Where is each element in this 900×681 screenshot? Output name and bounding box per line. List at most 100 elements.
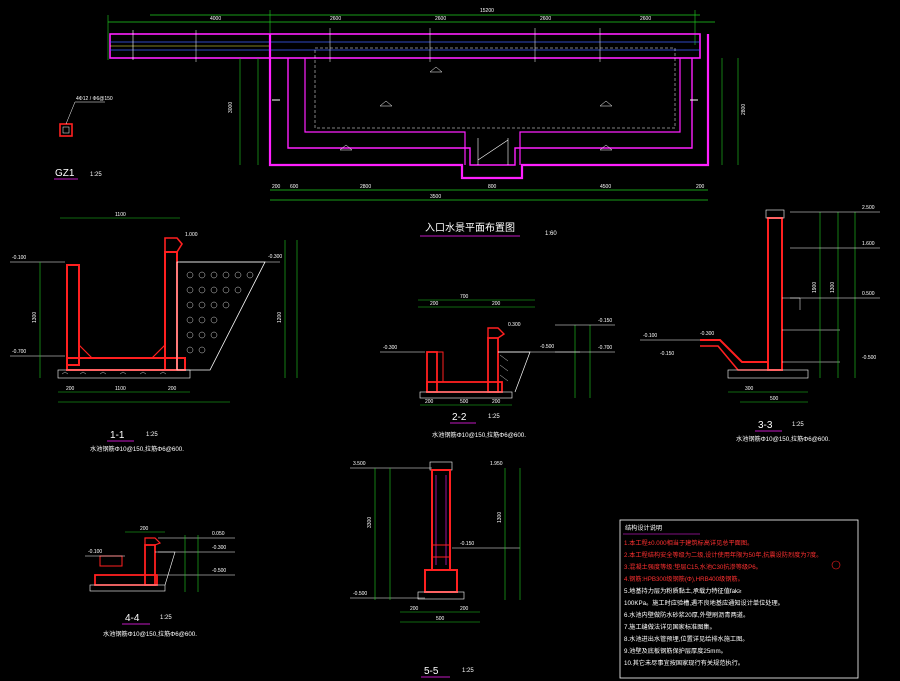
gz1-detail: 4Φ12 / Φ6@150 GZ1 1:25: [54, 96, 113, 180]
dim-s55: 3300: [367, 517, 373, 528]
section-2-2-rebar: 水池钢筋Φ10@150,拉筋Φ6@600.: [432, 431, 526, 439]
section-4-4-rebar: 水池钢筋Φ10@150,拉筋Φ6@600.: [103, 630, 197, 638]
level-s33: 1.600: [862, 241, 875, 247]
dim-bottom: 200: [696, 184, 705, 190]
level-s22: -0.150: [598, 318, 612, 324]
section-3-3-rebar: 水池钢筋Φ10@150,拉筋Φ6@600.: [736, 435, 830, 443]
dim-s11: 1300: [32, 312, 38, 323]
dim-s11: 1100: [115, 212, 126, 218]
dim-bottom: 4500: [600, 184, 611, 190]
notes-line: 10.其它未尽事宜按国家现行有关规范执行。: [624, 659, 744, 667]
dim-s11: 1200: [277, 312, 283, 323]
dim-top-seg: 2600: [330, 16, 341, 22]
dim-s22: 700: [460, 294, 469, 300]
dim-s11: 200: [66, 386, 75, 392]
dim-bottom: 2800: [360, 184, 371, 190]
dim-s33: 1300: [830, 282, 836, 293]
level-s11: -0.100: [12, 255, 26, 261]
dim-s22: 200: [430, 301, 439, 307]
section-5-5: 3.500 1.950 -0.150 -0.500 3300 1300 200 …: [350, 461, 521, 678]
notes-line: 5.地基持力层为粉质黏土,承载力特征值fak≥: [624, 587, 742, 595]
notes-line: 6.水池内壁做防水砂浆20厚,外壁刷沥青两道。: [624, 611, 749, 619]
level-s33: -0.150: [660, 351, 674, 357]
dim-s22: 200: [492, 399, 501, 405]
dim-bottom: 800: [488, 184, 497, 190]
level-s55: -0.500: [353, 591, 367, 597]
section-4-4-scale: 1:25: [160, 615, 172, 621]
notes-line: 2.本工程结构安全等级为二级,设计使用年限为50年,抗震设防烈度为7度。: [624, 551, 822, 559]
notes-line: 7.施工缝做法详见国家标准图集。: [624, 623, 716, 631]
level-s44: -0.300: [212, 545, 226, 551]
level-s33: -0.100: [643, 333, 657, 339]
section-4-4-label: 4-4: [125, 613, 140, 624]
section-1-1-scale: 1:25: [146, 432, 158, 438]
section-1-1-rebar: 水池钢筋Φ10@150,拉筋Φ6@600.: [90, 445, 184, 453]
dim-s44: 200: [140, 526, 149, 532]
notes-line: 9.池壁及底板钢筋保护层厚度25mm。: [624, 647, 727, 655]
level-s33: 0.500: [862, 291, 875, 297]
dim-bottom: 3500: [430, 194, 441, 200]
dim-side-left: 3000: [228, 102, 234, 113]
dim-s22: 200: [425, 399, 434, 405]
level-s22: 0.300: [508, 322, 521, 328]
level-s11: -0.300: [268, 254, 282, 260]
level-s44: -0.100: [88, 549, 102, 555]
dim-s22: 500: [460, 399, 469, 405]
dim-s55: 500: [436, 616, 445, 622]
dim-top-seg: 2600: [435, 16, 446, 22]
level-s33: 2.500: [862, 205, 875, 211]
plan-title: 入口水景平面布置图: [425, 222, 515, 234]
gz1-scale: 1:25: [90, 172, 102, 178]
dim-s11: 200: [168, 386, 177, 392]
notes-line: 3.混凝土强度等级:垫层C15,水池C30抗渗等级P6。: [624, 563, 762, 571]
section-3-3-scale: 1:25: [792, 422, 804, 428]
gz1-label: GZ1: [55, 168, 75, 179]
dim-s55: 1300: [497, 512, 503, 523]
dim-s33: 300: [745, 386, 754, 392]
dim-top-seg: 2600: [540, 16, 551, 22]
plan-scale: 1:60: [545, 231, 557, 237]
dim-bottom: 200: [272, 184, 281, 190]
level-s55: 3.500: [353, 461, 366, 467]
plan-bottom-dims: 200 600 2800 3500 800 4500 200: [272, 184, 705, 200]
dim-s33: 500: [770, 396, 779, 402]
level-s11: 1.000: [185, 232, 198, 238]
dim-s33: 1900: [812, 282, 818, 293]
section-3-3-label: 3-3: [758, 420, 773, 431]
section-3-3: -0.100 -0.300 -0.150 2.500 1.600 0.500 -…: [640, 205, 880, 443]
section-1-1-label: 1-1: [110, 430, 125, 441]
notes-line: 100KPa。施工时应验槽,遇不良地基应通知设计单位处理。: [624, 599, 784, 607]
level-s44: -0.500: [212, 568, 226, 574]
notes-line: 8.水池进出水管预埋,位置详见给排水施工图。: [624, 635, 748, 643]
level-s22: -0.300: [383, 345, 397, 351]
dim-s55: 200: [410, 606, 419, 612]
dim-s22: 200: [492, 301, 501, 307]
section-4-4: -0.100 0.050 -0.300 -0.500 200 4-4 1:25 …: [85, 526, 235, 638]
gz1-rebar-note: 4Φ12 / Φ6@150: [76, 96, 113, 102]
section-1-1: 1100 -0.100 -0.700 1.000 -0.300: [10, 212, 298, 453]
section-2-2-scale: 1:25: [488, 414, 500, 420]
level-s55: -0.150: [460, 541, 474, 547]
dim-top-seg: 4000: [210, 16, 221, 22]
section-5-5-label: 5-5: [424, 666, 439, 677]
level-s11: -0.700: [12, 349, 26, 355]
notes-line: 1.本工程±0.000相当于建筑标高详见总平面图。: [624, 539, 753, 547]
level-s33: -0.500: [862, 355, 876, 361]
dim-s55: 200: [460, 606, 469, 612]
level-s33: -0.300: [700, 331, 714, 337]
level-s44: 0.050: [212, 531, 225, 537]
section-2-2-label: 2-2: [452, 412, 467, 423]
plan-view: 15200 4000 2600 2600 2600 2600 3000 2800: [107, 8, 747, 237]
level-s22: -0.700: [598, 345, 612, 351]
level-s55: 1.950: [490, 461, 503, 467]
design-notes-box: 结构设计说明 1.本工程±0.000相当于建筑标高详见总平面图。 2.本工程结构…: [619, 519, 859, 679]
dim-s11: 1100: [115, 386, 126, 392]
dim-top-seg: 2600: [640, 16, 651, 22]
dim-top-total: 15200: [480, 8, 494, 14]
notes-line: 4.钢筋:HPB300级钢筋(Φ),HRB400级钢筋。: [624, 575, 744, 583]
level-s22: -0.500: [540, 344, 554, 350]
dim-bottom: 600: [290, 184, 299, 190]
notes-title: 结构设计说明: [625, 524, 662, 532]
section-2-2: 700 200 200 -0.300 0.300 -0.500 -0.150 -…: [380, 294, 615, 439]
